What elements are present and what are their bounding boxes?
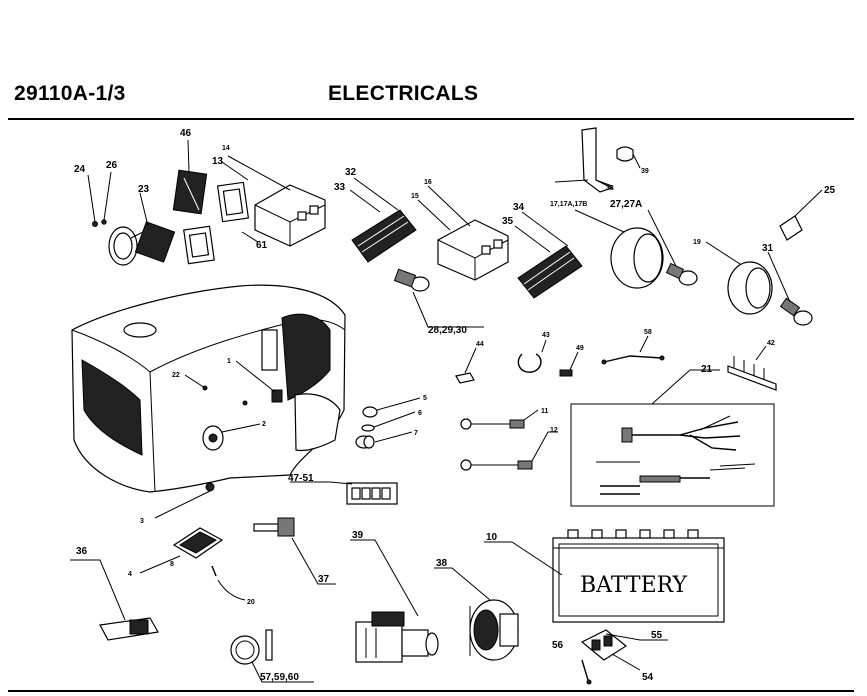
callout-8: 8 [170, 561, 174, 568]
callout-54: 54 [642, 672, 654, 683]
part-4-switch-housing[interactable] [139, 527, 224, 574]
callout-4: 4 [128, 571, 132, 578]
callout-22: 22 [172, 372, 180, 379]
part-23-ignition-switch[interactable] [108, 192, 176, 266]
callout-17: 17,17A,17B [550, 201, 587, 208]
callout-13: 13 [212, 156, 224, 167]
part-7-grommet[interactable] [355, 431, 413, 449]
callout-7: 7 [414, 430, 418, 437]
part-25-tab[interactable] [779, 189, 823, 241]
part-36-switch-bracket[interactable] [70, 559, 159, 641]
callout-1: 1 [227, 358, 231, 365]
part-39-clip[interactable] [616, 146, 641, 169]
callout-19: 19 [693, 239, 701, 246]
callout-36: 36 [76, 546, 88, 557]
callout-49: 49 [576, 345, 584, 352]
callout-24: 24 [74, 164, 86, 175]
part-10-battery[interactable]: BATTERY [484, 529, 725, 623]
callout-21: 21 [701, 364, 713, 375]
part-58-wire[interactable] [601, 335, 665, 365]
part-31-bulb[interactable] [767, 251, 813, 326]
part-43-clip[interactable] [517, 339, 547, 373]
part-24-screw[interactable] [87, 174, 98, 227]
part-49-connector[interactable] [559, 351, 579, 377]
part-13-14-housing[interactable] [221, 155, 326, 247]
dashboard-hood[interactable] [71, 284, 346, 493]
part-38-bracket[interactable] [554, 127, 614, 193]
part-39-starter-motor[interactable] [350, 539, 439, 663]
callout-28-29-30: 28,29,30 [428, 325, 467, 336]
part-28-29-30-bulb[interactable] [393, 268, 484, 328]
callout-16: 16 [424, 179, 432, 186]
part-21-wiring-harness[interactable] [570, 369, 775, 507]
callout-14: 14 [222, 145, 230, 152]
part-34-35-lamp-lens[interactable] [514, 211, 583, 299]
callout-61: 61 [256, 240, 268, 251]
callout-2: 2 [262, 421, 266, 428]
header-rule [8, 118, 854, 120]
part-57-59-60-tachometer[interactable] [230, 629, 314, 683]
part-44-fuse[interactable] [455, 347, 477, 384]
callout-5: 5 [423, 395, 427, 402]
part-54-55-battery-clamp[interactable] [580, 629, 668, 671]
callout-57-59-60: 57,59,60 [260, 672, 299, 683]
part-3-switch[interactable] [154, 482, 215, 519]
callout-20: 20 [247, 599, 255, 606]
callout-44: 44 [476, 341, 484, 348]
callout-38: 38 [436, 558, 448, 569]
callout-38-top: 38 [606, 185, 614, 192]
callout-43: 43 [542, 332, 550, 339]
callout-15: 15 [411, 193, 419, 200]
page-title: ELECTRICALS [328, 82, 479, 105]
part-6-washer[interactable] [361, 411, 416, 432]
part-2-gauge[interactable] [202, 423, 261, 451]
callout-26: 26 [106, 160, 118, 171]
footer-rule [8, 690, 854, 692]
callout-3: 3 [140, 518, 144, 525]
page-header: 29110A-1/3 ELECTRICALS [0, 0, 867, 125]
part-group-code: 29110A-1/3 [14, 82, 126, 105]
part-19-lamp-ring[interactable] [705, 241, 773, 315]
part-37-key[interactable] [253, 517, 336, 585]
callout-47-51: 47-51 [288, 473, 314, 484]
callout-55: 55 [651, 630, 663, 641]
callout-56: 56 [552, 640, 564, 651]
part-5-nut[interactable] [362, 397, 421, 418]
callout-27: 27,27A [610, 199, 642, 210]
callout-46: 46 [180, 128, 192, 139]
part-38-alternator[interactable] [434, 567, 519, 661]
part-32-33-lamp-lens[interactable] [349, 177, 417, 263]
part-47-51-gauge-cluster[interactable] [290, 481, 398, 505]
callout-35: 35 [502, 216, 514, 227]
callout-25: 25 [824, 185, 836, 196]
part-26-screw[interactable] [101, 171, 112, 225]
callout-39: 39 [352, 530, 364, 541]
part-20-wire[interactable] [211, 565, 246, 601]
callout-6: 6 [418, 410, 422, 417]
callout-10: 10 [486, 532, 498, 543]
callout-42: 42 [767, 340, 775, 347]
part-27-bulb[interactable] [647, 209, 698, 286]
part-61-frame[interactable] [183, 181, 259, 265]
callout-33: 33 [334, 182, 346, 193]
part-15-16-housing[interactable] [417, 185, 509, 281]
callout-34: 34 [513, 202, 525, 213]
callout-32: 32 [345, 167, 357, 178]
callout-31: 31 [762, 243, 774, 254]
part-56-bolt[interactable] [581, 659, 592, 685]
part-17-headlamp[interactable] [574, 209, 664, 289]
callout-58: 58 [644, 329, 652, 336]
part-42-terminal-strip[interactable] [727, 345, 777, 391]
callout-23: 23 [138, 184, 150, 195]
callout-12: 12 [550, 427, 558, 434]
callout-39-top: 39 [641, 168, 649, 175]
battery-label: BATTERY [580, 573, 688, 598]
callout-37: 37 [318, 574, 330, 585]
part-12-cable[interactable] [460, 431, 558, 471]
part-46-relay[interactable] [172, 139, 208, 215]
callout-11: 11 [541, 408, 549, 415]
part-11-cable[interactable] [460, 409, 539, 430]
